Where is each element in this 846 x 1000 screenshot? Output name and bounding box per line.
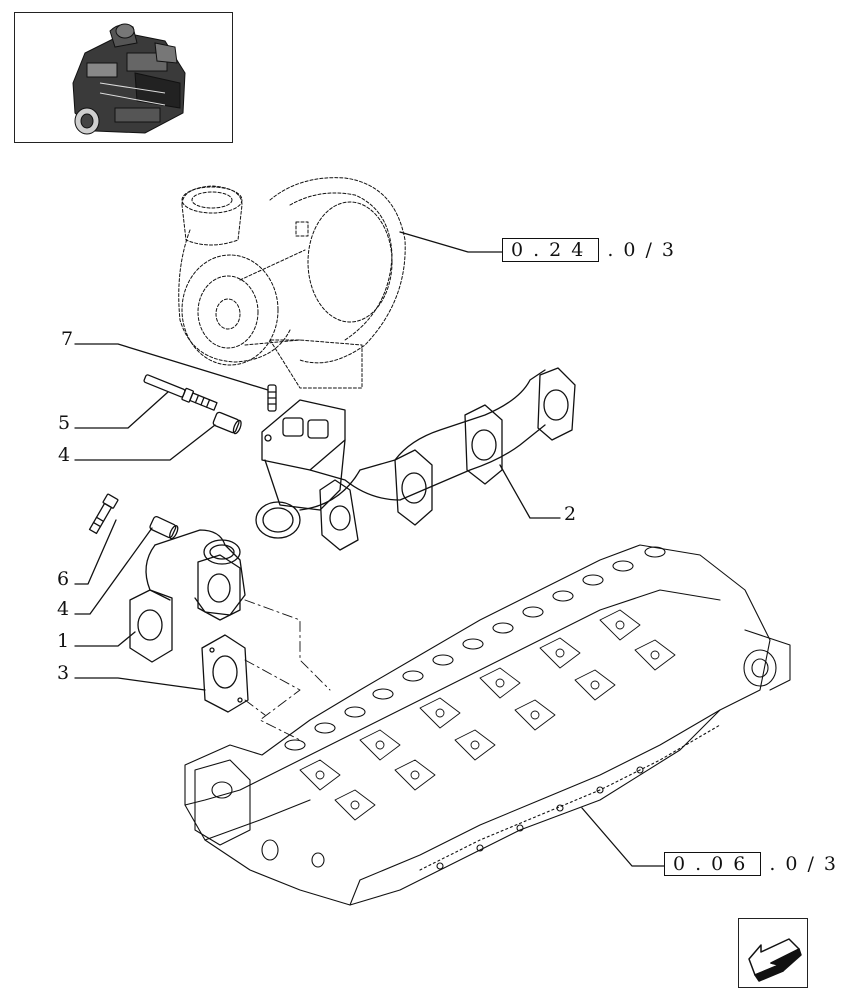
- cylinder-head: [184, 544, 791, 906]
- ref-turbocharger-box[interactable]: 0.24: [502, 238, 600, 262]
- back-navigation-button[interactable]: [738, 918, 808, 988]
- leader-4a: [74, 424, 216, 461]
- callout-1: 1: [57, 630, 70, 652]
- leader-5: [74, 391, 169, 429]
- callout-4-upper: 4: [58, 444, 71, 466]
- part-1-manifold-section: [129, 529, 246, 663]
- ref-turbocharger[interactable]: 0.24 .0/3: [502, 238, 684, 262]
- callout-2: 2: [564, 503, 577, 525]
- leader-turbo: [399, 231, 503, 253]
- part-5-bolt: [143, 374, 218, 411]
- callout-7: 7: [61, 328, 74, 350]
- leader-2: [499, 464, 561, 519]
- callout-3: 3: [57, 662, 70, 684]
- part-3-gasket: [201, 634, 249, 713]
- turbocharger-ghost: [178, 177, 406, 389]
- leader-4b: [74, 527, 153, 615]
- ref-cylinder-head-suffix: .0/3: [769, 853, 846, 875]
- callout-5: 5: [58, 412, 71, 434]
- part-7-stud: [267, 384, 277, 412]
- exhaust-manifold-diagram: [74, 177, 791, 906]
- engine-thumbnail: [14, 12, 233, 143]
- callout-6: 6: [57, 568, 70, 590]
- leader-6: [74, 519, 117, 585]
- arrow-down-left-icon: [748, 938, 802, 982]
- leader-3: [74, 677, 206, 691]
- leader-1: [74, 631, 136, 647]
- alignment-lines: [244, 599, 331, 741]
- callout-4-lower: 4: [57, 598, 70, 620]
- leader-head: [581, 807, 665, 867]
- part-4-spacer-lower: [149, 515, 179, 540]
- ref-cylinder-head-box[interactable]: 0.06: [664, 852, 762, 876]
- engine-thumbnail-icon: [72, 23, 186, 135]
- part-2-exhaust-manifold: [255, 367, 576, 551]
- part-6-bolt: [88, 493, 119, 535]
- ref-cylinder-head[interactable]: 0.06 .0/3: [664, 852, 846, 876]
- ref-turbocharger-suffix: .0/3: [607, 239, 684, 261]
- parts-diagram-page: 7 5 4 2 6 4 1 3 0.24 .0/3 0.06 .0/3: [14, 12, 836, 988]
- leader-7: [74, 343, 269, 391]
- part-4-spacer-upper: [212, 411, 242, 435]
